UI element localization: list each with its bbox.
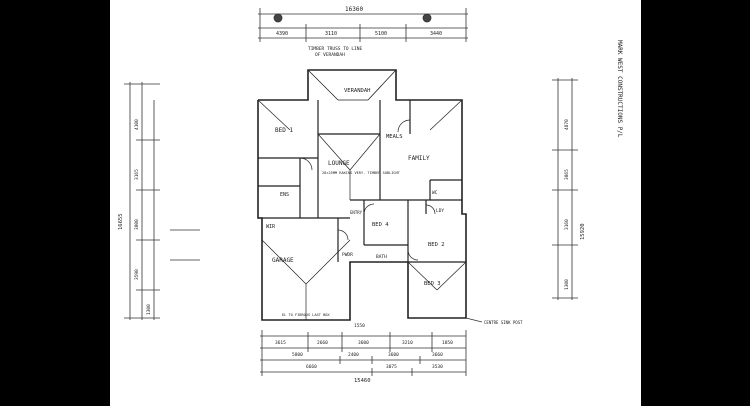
- right-dimension-strings: [552, 78, 578, 300]
- top-dim-4: 3440: [430, 31, 442, 37]
- left-overall-dim: 16655: [118, 213, 124, 230]
- top-dim-1: 4390: [276, 31, 288, 37]
- bottom-overall-dim: 15460: [354, 378, 371, 384]
- room-bed1: BED 1: [275, 127, 293, 134]
- left-dim-4: 3590: [134, 269, 140, 280]
- company-label: MARK WEST CONSTRUCTIONS P/L: [616, 40, 623, 138]
- right-dim-2: 3865: [564, 169, 570, 180]
- room-bed3: BED 3: [424, 281, 441, 287]
- bottom-mid-dim: 1550: [354, 323, 365, 329]
- left-dimension-strings: [124, 82, 200, 320]
- top-dim-2: 3110: [325, 31, 337, 37]
- right-dim-3: 3160: [564, 219, 570, 230]
- bottom-a-5: 1850: [442, 340, 453, 346]
- interior-walls: [258, 100, 466, 263]
- bottom-b-1: 5800: [292, 352, 303, 358]
- left-dim-2: 3165: [134, 169, 140, 180]
- bottom-right-leader: [465, 317, 483, 323]
- bottom-a-2: 2660: [317, 340, 328, 346]
- room-wir: WIR: [266, 224, 276, 230]
- top-note-1: TIMBER TRUSS TO LINE: [308, 46, 362, 52]
- top-dim-3: 5100: [375, 31, 387, 37]
- room-powder: PWDR: [342, 252, 353, 258]
- entry-label: ENTRY: [350, 210, 363, 215]
- room-ldy: LDY: [436, 208, 444, 214]
- roof-hip-lines: [257, 99, 467, 320]
- left-dim-3: 3800: [134, 219, 140, 230]
- right-dim-4: 1300: [564, 279, 570, 290]
- left-dim-5: 1300: [146, 304, 152, 315]
- room-bed4: BED 4: [372, 222, 389, 228]
- floor-plan-drawing: 16360 4390 3110 5100 3440 TIMBER TRUSS T…: [118, 6, 623, 384]
- verandah-roof: [307, 69, 397, 101]
- room-verandah: VERANDAH: [344, 88, 371, 94]
- bottom-c-3: 3530: [432, 364, 443, 370]
- room-lounge: LOUNGE: [328, 160, 350, 167]
- bottom-b-4: 3660: [432, 352, 443, 358]
- top-note-2: OF VERANDAH: [315, 52, 345, 58]
- bottom-b-3: 3600: [388, 352, 399, 358]
- bottom-c-2: 3075: [386, 364, 397, 370]
- room-bath: BATH: [376, 254, 387, 260]
- bottom-left-note: EL TO FIBROUS LAST BOX: [282, 313, 330, 317]
- right-overall-dim: 15920: [580, 223, 586, 240]
- bottom-dimension-strings: [260, 330, 467, 376]
- room-wc: WC: [432, 190, 438, 196]
- bottom-a-1: 3615: [275, 340, 286, 346]
- room-bed2: BED 2: [428, 242, 445, 248]
- room-ens: ENS: [280, 192, 289, 198]
- top-dimension-strings: [258, 8, 468, 42]
- bottom-right-note: CENTRE SINK POST: [484, 320, 523, 325]
- right-dim-1: 4870: [564, 119, 570, 130]
- bottom-c-1: 6660: [306, 364, 317, 370]
- bottom-b-2: 2400: [348, 352, 359, 358]
- room-garage: GARAGE: [272, 257, 294, 264]
- bottom-a-4: 3210: [402, 340, 413, 346]
- top-overall-dim: 16360: [345, 6, 363, 13]
- door-swings: [299, 119, 436, 261]
- bottom-a-3: 3600: [358, 340, 369, 346]
- plan-sheet: 16360 4390 3110 5100 3440 TIMBER TRUSS T…: [110, 0, 641, 406]
- room-meals: MEALS: [386, 134, 403, 140]
- left-dim-1: 4100: [134, 119, 140, 130]
- lounge-note: 28×25MM RAKING VERY. TIMBER SUBLIGHT: [322, 171, 401, 175]
- room-family: FAMILY: [408, 155, 430, 162]
